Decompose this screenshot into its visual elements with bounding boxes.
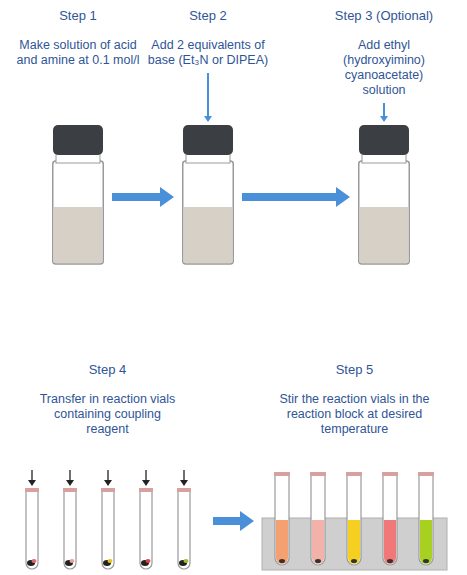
tube-outline xyxy=(140,490,152,569)
add-pointer xyxy=(378,103,390,122)
tube-rim xyxy=(177,488,191,492)
vial-illustration xyxy=(52,125,104,265)
stir-bar xyxy=(279,559,285,563)
tube-rim xyxy=(63,488,77,492)
step-text: Step 5 Stir the reaction vials in the rea… xyxy=(275,362,435,437)
pointer-line xyxy=(383,103,385,117)
vial-cap xyxy=(53,125,103,155)
step-node: Step 5Stir the reaction vials in the rea… xyxy=(262,470,447,570)
reagent-dot xyxy=(108,559,113,563)
pointer-line xyxy=(69,470,70,481)
step-text: Step 1 Make solution of acid and amine at… xyxy=(16,8,141,68)
tube-outline xyxy=(64,490,76,569)
block-arrow xyxy=(112,187,174,207)
vial-cap xyxy=(183,125,233,155)
tube-outline xyxy=(102,490,114,569)
tube-rim xyxy=(382,472,398,476)
vial-cap xyxy=(359,125,409,155)
tube-outline xyxy=(178,490,190,569)
stir-bar xyxy=(315,559,321,563)
vial-body xyxy=(183,161,234,264)
reaction-liquid xyxy=(312,520,324,564)
tube-rim xyxy=(310,472,326,476)
pointer-head xyxy=(104,480,112,486)
reaction-liquid xyxy=(276,520,288,564)
step-description: Add 2 equivalents of base (Et₃N or DIPEA… xyxy=(142,38,274,68)
step-heading: Step 5 xyxy=(275,362,435,378)
stir-bar xyxy=(351,559,357,563)
reaction-liquid xyxy=(348,520,360,564)
reagent-dot xyxy=(70,559,75,563)
tube-rim xyxy=(25,488,39,492)
step-description: Stir the reaction vials in the reaction … xyxy=(275,392,435,437)
vial-liquid xyxy=(360,207,409,263)
step-node: Step 4Transfer in reaction vials contain… xyxy=(10,470,205,572)
vial-body xyxy=(359,161,410,264)
pointer-head xyxy=(380,116,388,122)
add-pointer xyxy=(202,73,214,122)
pointer-head xyxy=(28,480,36,486)
pointer-head xyxy=(66,480,74,486)
tubes-illustration xyxy=(10,470,205,572)
pointer-line xyxy=(31,470,32,481)
tube-rim xyxy=(101,488,115,492)
tube-rim xyxy=(274,472,290,476)
tube-rim xyxy=(418,472,434,476)
reaction-tube xyxy=(383,474,397,565)
block-arrow xyxy=(242,187,350,207)
step-text: Step 2 Add 2 equivalents of base (Et₃N or… xyxy=(142,8,274,68)
pointer-head xyxy=(142,480,150,486)
pointer-line xyxy=(145,470,146,481)
reagent-dot xyxy=(184,559,189,563)
step-text: Step 4 Transfer in reaction vials contain… xyxy=(37,362,179,437)
step-heading: Step 1 xyxy=(16,8,141,24)
reaction-tube xyxy=(347,474,361,565)
pointer-line xyxy=(207,73,209,117)
pointer-head xyxy=(180,480,188,486)
step-heading: Step 4 xyxy=(37,362,179,378)
stir-bar xyxy=(387,559,393,563)
step-node: Step 2Add 2 equivalents of base (Et₃N or… xyxy=(182,125,234,265)
pointer-head xyxy=(204,116,212,122)
tube-rim xyxy=(346,472,362,476)
step-heading: Step 3 (Optional) xyxy=(325,8,443,24)
reaction-liquid xyxy=(384,520,396,564)
reagent-dot xyxy=(146,559,151,563)
reaction-liquid xyxy=(420,520,432,564)
vial-liquid xyxy=(54,207,103,263)
step-text: Step 3 (Optional) Add ethyl (hydroxyimino… xyxy=(325,8,443,98)
step-description: Transfer in reaction vials containing co… xyxy=(37,392,179,437)
step-node: Step 1Make solution of acid and amine at… xyxy=(52,125,104,265)
rack-illustration xyxy=(262,470,447,570)
vial-liquid xyxy=(184,207,233,263)
reaction-tube xyxy=(311,474,325,565)
stir-bar xyxy=(423,559,429,563)
block-arrow xyxy=(213,511,254,531)
reagent-dot xyxy=(32,559,37,563)
step-node: Step 3 (Optional)Add ethyl (hydroxyimino… xyxy=(358,125,410,265)
tube-outline xyxy=(26,490,38,569)
vial-illustration xyxy=(358,125,410,265)
step-heading: Step 2 xyxy=(142,8,274,24)
pointer-line xyxy=(183,470,184,481)
reaction-tube xyxy=(419,474,433,565)
reaction-tube xyxy=(275,474,289,565)
vial-body xyxy=(53,161,104,264)
step-description: Add ethyl (hydroxyimino) cyanoacetate) s… xyxy=(325,38,443,98)
step-description: Make solution of acid and amine at 0.1 m… xyxy=(16,38,141,68)
tube-rim xyxy=(139,488,153,492)
pointer-line xyxy=(107,470,108,481)
vial-illustration xyxy=(182,125,234,265)
